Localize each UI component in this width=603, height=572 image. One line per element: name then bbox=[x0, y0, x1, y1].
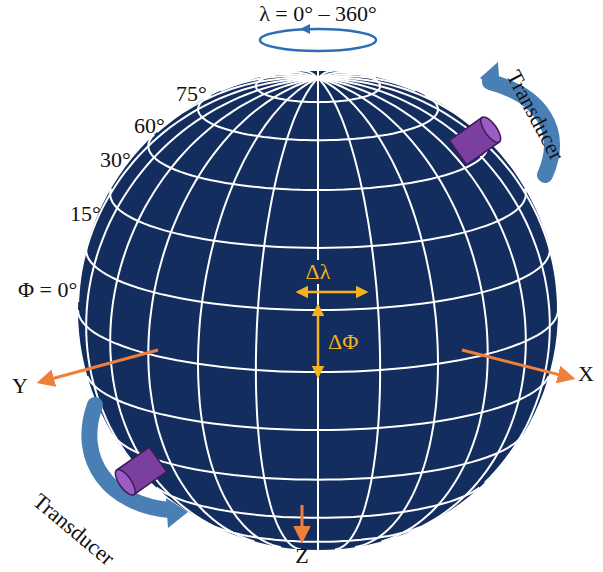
latitude-mark: 60° bbox=[134, 114, 165, 138]
latitude-mark: 30° bbox=[100, 148, 131, 172]
axis-label: X bbox=[578, 362, 594, 386]
x-axis bbox=[462, 350, 572, 378]
rotation-ring bbox=[260, 29, 376, 51]
transducer-label: Transducer bbox=[28, 488, 119, 570]
axis-label: Y bbox=[12, 374, 28, 398]
grid-line bbox=[317, 78, 319, 550]
delta-phi: ΔΦ bbox=[326, 330, 360, 354]
latitude-mark: Φ = 0° bbox=[18, 278, 77, 302]
grid-line bbox=[148, 78, 318, 541]
rotation-arrow-head bbox=[480, 62, 500, 92]
longitude-range: λ = 0° – 360° bbox=[259, 2, 377, 26]
axis-label: Z bbox=[295, 544, 308, 568]
grid-line bbox=[318, 76, 416, 91]
grid-line bbox=[318, 78, 526, 526]
grid-line bbox=[256, 78, 318, 549]
grid-line bbox=[110, 78, 318, 526]
latitude-mark: 15° bbox=[70, 202, 101, 226]
transducer-label: Transducer bbox=[501, 66, 568, 164]
grid-line bbox=[78, 78, 318, 302]
z-axis bbox=[301, 505, 304, 540]
grid-line bbox=[318, 78, 438, 547]
transducer-cylinder bbox=[449, 114, 504, 165]
y-axis bbox=[40, 350, 158, 382]
grid-line bbox=[318, 78, 380, 549]
graticule bbox=[78, 70, 558, 550]
grid-line bbox=[318, 78, 550, 482]
grid-line bbox=[318, 78, 479, 133]
grid-line bbox=[318, 71, 333, 79]
rotation-arrow bbox=[89, 405, 170, 510]
rotation-arrow-head bbox=[166, 498, 188, 528]
latitude-mark: 75° bbox=[176, 82, 207, 106]
sphere bbox=[78, 70, 558, 550]
transducer-cylinder bbox=[112, 447, 167, 498]
delta-lambda: Δλ bbox=[304, 260, 333, 284]
delta-lambda-arrow bbox=[298, 291, 366, 294]
delta-phi-arrow bbox=[317, 306, 320, 376]
